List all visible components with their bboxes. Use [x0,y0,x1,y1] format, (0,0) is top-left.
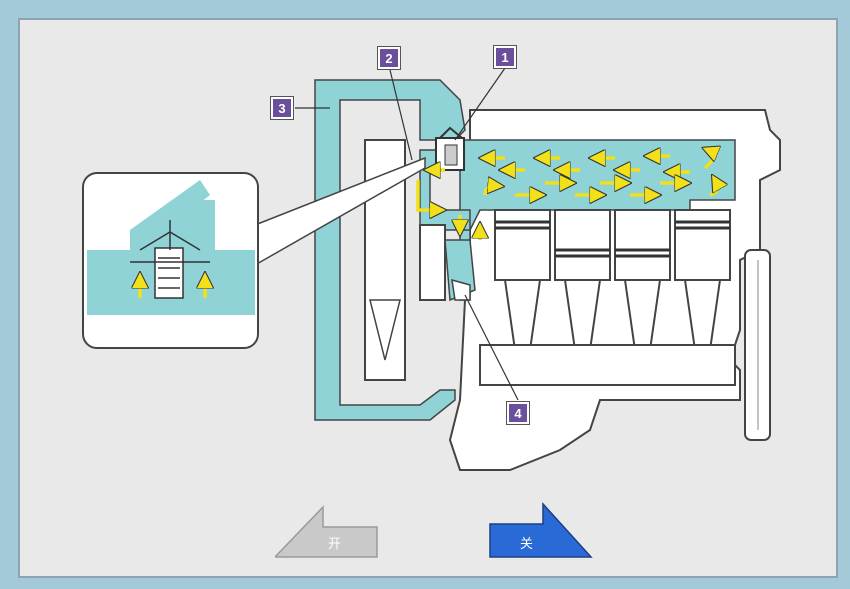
thermostat-housing [435,126,465,171]
callout-leaders [295,67,519,401]
close-button[interactable]: 关 [488,502,593,560]
thermostat-detail-icon [130,220,210,299]
open-button[interactable]: 开 [273,505,380,560]
radiator [314,79,466,421]
callout-3: 3 [270,96,294,120]
open-button-label: 开 [328,536,342,551]
callout-1: 1 [493,45,517,69]
close-button-shape [489,502,593,558]
close-button-label: 关 [520,536,534,551]
callout-4: 4 [506,401,530,425]
pistons [479,209,736,386]
open-button-shape [273,505,378,558]
callout-2: 2 [377,46,401,70]
coolant-flow-arrows [416,150,718,240]
thermostat-detail-inset [82,156,426,349]
